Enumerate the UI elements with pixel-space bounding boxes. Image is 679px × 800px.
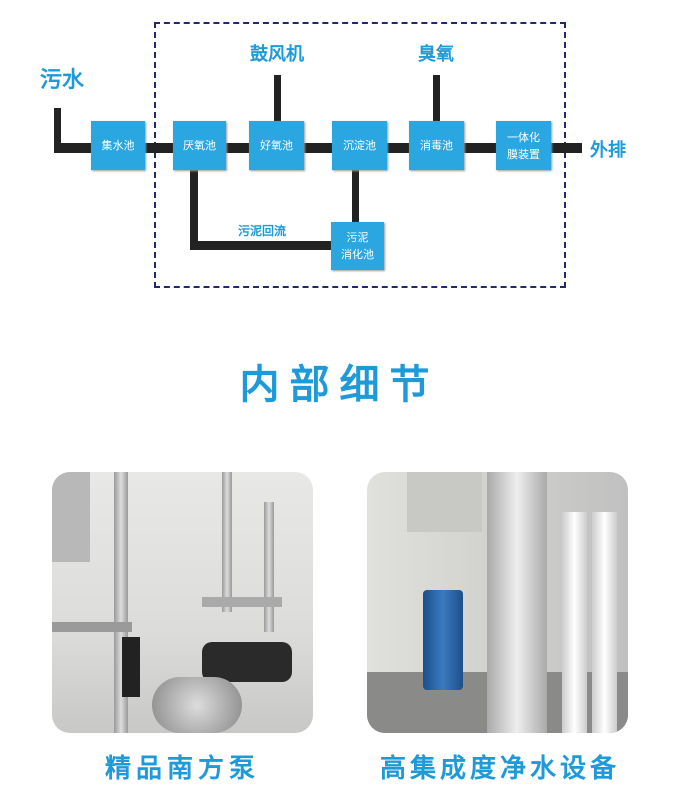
pump-caption: 精品南方泵 xyxy=(104,754,260,784)
pipe-vertical xyxy=(222,472,232,612)
tank-collection: 集水池 xyxy=(91,121,145,170)
equipment-caption: 高集成度净水设备 xyxy=(379,754,620,784)
valve xyxy=(122,637,140,697)
equipment-rack xyxy=(487,472,547,733)
sludge-digester: 污泥 消化池 xyxy=(331,222,384,270)
tank-sedimentation: 沉淀池 xyxy=(332,121,387,170)
pipe-vertical xyxy=(264,502,274,632)
inlet-label: 污水 xyxy=(40,68,85,93)
outlet-label: 外排 xyxy=(590,140,626,161)
pipe-horizontal xyxy=(52,622,132,632)
valve-panel xyxy=(407,472,482,532)
blower-pipe xyxy=(274,75,281,123)
inlet-pipe xyxy=(54,108,61,152)
return-label: 污泥回流 xyxy=(238,224,287,238)
ozone-pipe xyxy=(433,75,440,123)
membrane-column xyxy=(592,512,617,733)
return-pipe-horizontal xyxy=(190,241,335,250)
pump-photo xyxy=(52,472,313,733)
control-box xyxy=(52,472,90,562)
sludge-line1: 污泥 xyxy=(346,231,369,244)
membrane-column xyxy=(562,512,587,733)
membrane-line2: 膜装置 xyxy=(507,147,540,161)
section-title: 内部细节 xyxy=(239,362,440,408)
sludge-pipe xyxy=(352,168,359,224)
blower-label: 鼓风机 xyxy=(250,44,304,65)
equipment-photo xyxy=(367,472,628,733)
pipe-horizontal xyxy=(202,597,282,607)
sludge-line2: 消化池 xyxy=(341,248,374,261)
tank-aerobic: 好氧池 xyxy=(249,121,304,170)
softener-tank xyxy=(423,590,463,690)
membrane-unit: 一体化 膜装置 xyxy=(496,121,551,170)
ozone-label: 臭氧 xyxy=(418,44,454,65)
pump xyxy=(202,642,292,682)
blower xyxy=(152,677,242,733)
system-boundary xyxy=(154,22,566,288)
membrane-line1: 一体化 xyxy=(507,130,540,144)
tank-anaerobic: 厌氧池 xyxy=(173,121,226,170)
tank-disinfection: 消毒池 xyxy=(409,121,464,170)
return-pipe-vertical xyxy=(190,168,198,250)
main-pipe xyxy=(54,143,582,153)
